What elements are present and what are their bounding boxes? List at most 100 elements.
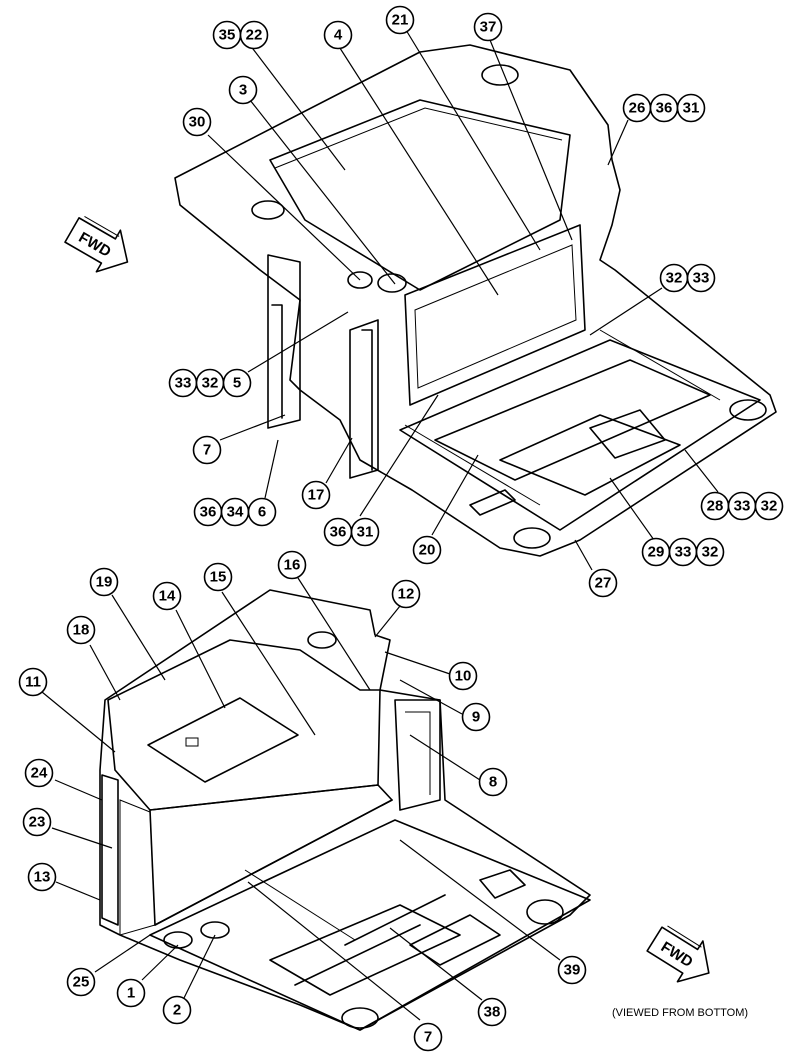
callout-u5: 3: [228, 75, 258, 105]
callout-number: 31: [683, 100, 700, 117]
callout-bubble: [588, 568, 618, 598]
callout-bubble: [385, 5, 415, 35]
callout-number: 36: [656, 100, 673, 117]
callout-number: 19: [96, 574, 113, 591]
callout-number: 21: [392, 12, 409, 29]
callout-bubble: [754, 491, 784, 521]
leader-lines: [41, 29, 719, 1021]
callout-l12: 23: [22, 807, 52, 837]
callout-number: 29: [648, 544, 665, 561]
callout-bubble: [478, 767, 508, 797]
callout-number: 37: [480, 19, 497, 36]
callout-l6: 18: [66, 615, 96, 645]
callout-bubble: [222, 368, 252, 398]
callout-u6: 30: [182, 107, 212, 137]
callout-l4: 16: [277, 550, 307, 580]
callout-bubble: [66, 967, 96, 997]
callout-number: 9: [472, 709, 480, 726]
viewed-from-bottom-caption: (VIEWED FROM BOTTOM): [612, 1007, 749, 1019]
callout-number: 22: [246, 27, 263, 44]
callout-bubble: [116, 978, 146, 1008]
callout-bubble: [228, 75, 258, 105]
callout-number: 28: [707, 498, 724, 515]
upper-assembly-drawing: [174, 44, 777, 557]
callout-u17: 27: [588, 568, 618, 598]
callout-u4: 37: [473, 12, 503, 42]
callout-u8: 32 33: [659, 263, 716, 293]
callout-number: 3: [239, 82, 247, 99]
callout-number: 35: [219, 27, 236, 44]
callout-bubble: [686, 263, 716, 293]
callout-number: 32: [202, 375, 219, 392]
callout-u10: 7: [192, 435, 222, 465]
callout-number: 8: [489, 774, 497, 791]
callout-number: 1: [127, 985, 135, 1002]
callout-number: 36: [330, 524, 347, 541]
callout-number: 32: [666, 270, 683, 287]
callout-bubble: [413, 1022, 443, 1052]
callout-bubble: [239, 20, 269, 50]
callout-bubble: [22, 807, 52, 837]
callout-bubble: [676, 93, 706, 123]
callout-bubble: [323, 20, 353, 50]
callout-number: 27: [595, 575, 612, 592]
callout-l19: 7: [413, 1022, 443, 1052]
callout-bubble: [277, 550, 307, 580]
callout-u7: 26 36 31: [622, 93, 706, 123]
callout-number: 4: [334, 27, 343, 44]
callout-l5: 12: [391, 579, 421, 609]
fwd-arrow-upper: FWD: [64, 215, 129, 273]
callout-l1: 19: [89, 567, 119, 597]
callout-number: 33: [693, 270, 710, 287]
callout-bubble: [477, 997, 507, 1027]
callout-number: 15: [210, 569, 227, 586]
callout-bubble: [473, 12, 503, 42]
callout-l16: 1: [116, 978, 146, 1008]
callout-number: 32: [702, 544, 719, 561]
callout-l17: 2: [162, 995, 192, 1025]
callout-l18: 38: [477, 997, 507, 1027]
callout-number: 16: [284, 557, 301, 574]
callout-bubble: [247, 497, 277, 527]
callout-number: 11: [25, 674, 41, 691]
callout-number: 17: [308, 487, 325, 504]
callout-number: 26: [629, 100, 646, 117]
callout-u11: 17: [301, 480, 331, 510]
callout-l9: 9: [461, 702, 491, 732]
callout-bubble: [448, 661, 478, 691]
callout-number: 18: [73, 622, 90, 639]
callout-bubble: [24, 758, 54, 788]
callout-u14: 20: [412, 535, 442, 565]
fwd-label-lower: FWD: [658, 938, 696, 971]
callout-number: 32: [761, 498, 778, 515]
fwd-label-upper: FWD: [76, 229, 114, 261]
callout-number: 25: [73, 974, 90, 991]
callout-number: 31: [357, 524, 374, 541]
callout-number: 2: [173, 1002, 181, 1019]
callout-u1: 35 22: [212, 20, 269, 50]
callout-bubble: [66, 615, 96, 645]
callout-number: 12: [398, 586, 415, 603]
callout-bubble: [461, 702, 491, 732]
fwd-arrow-lower: FWD: [646, 925, 710, 983]
callout-l3: 14: [152, 581, 182, 611]
callout-number: 38: [484, 1004, 501, 1021]
callout-bubble: [27, 862, 57, 892]
callout-l7: 10: [448, 661, 478, 691]
callout-bubble: [162, 995, 192, 1025]
callout-bubble: [18, 667, 48, 697]
callout-u3: 21: [385, 5, 415, 35]
callout-number: 30: [189, 114, 206, 131]
callout-bubble: [301, 480, 331, 510]
lower-assembly-drawing: [99, 589, 591, 1031]
callout-number: 24: [31, 765, 48, 782]
callout-bubble: [557, 955, 587, 985]
callout-number: 33: [675, 544, 692, 561]
callout-bubble: [412, 535, 442, 565]
callout-bubble: [192, 435, 222, 465]
